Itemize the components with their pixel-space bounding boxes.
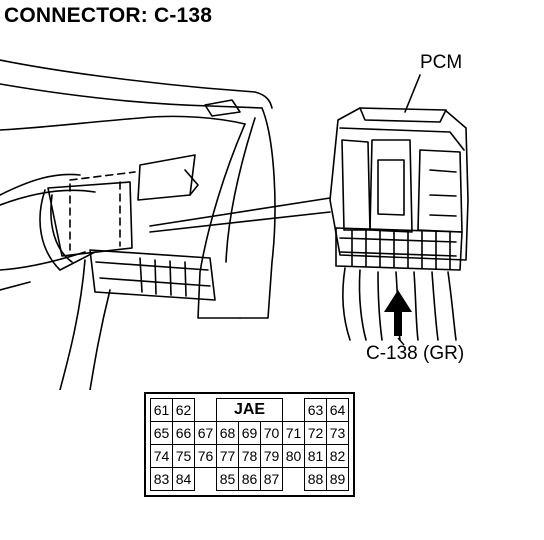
connector-label: C-138 (GR) [366, 343, 465, 364]
pin-cell: 88 [304, 467, 327, 491]
pin-cell-empty [194, 398, 217, 422]
pin-cell: 85 [216, 467, 239, 491]
pin-row: 61 62 JAE 63 64 [150, 398, 349, 422]
pin-cell: 83 [150, 467, 173, 491]
pin-cell-empty [194, 467, 217, 491]
pin-cell: 62 [172, 398, 195, 422]
pin-table: 61 62 JAE 63 64 65 66 67 68 69 70 71 72 … [150, 398, 349, 491]
pin-cell: 72 [304, 421, 327, 445]
pin-cell: 64 [326, 398, 349, 422]
connector-pinout: 61 62 JAE 63 64 65 66 67 68 69 70 71 72 … [144, 392, 355, 497]
pin-row: 74 75 76 77 78 79 80 81 82 [150, 444, 349, 468]
pin-cell-empty [282, 467, 305, 491]
dashboard-pcm-illustration [0, 59, 469, 390]
pin-cell: 61 [150, 398, 173, 422]
pin-row: 83 84 85 86 87 88 89 [150, 467, 349, 491]
pcm-label: PCM [420, 52, 463, 73]
pin-cell: 84 [172, 467, 195, 491]
pin-cell: 81 [304, 444, 327, 468]
pin-cell: 78 [238, 444, 261, 468]
pin-cell: 89 [326, 467, 349, 491]
pin-cell: 66 [172, 421, 195, 445]
connector-maker-label: JAE [216, 398, 283, 422]
pin-cell: 68 [216, 421, 239, 445]
pin-cell: 74 [150, 444, 173, 468]
pin-cell: 69 [238, 421, 261, 445]
pin-cell: 87 [260, 467, 283, 491]
pin-cell: 71 [282, 421, 305, 445]
pin-cell: 75 [172, 444, 195, 468]
pin-cell: 86 [238, 467, 261, 491]
pin-cell: 82 [326, 444, 349, 468]
pin-cell: 76 [194, 444, 217, 468]
pin-cell: 65 [150, 421, 173, 445]
pin-row: 65 66 67 68 69 70 71 72 73 [150, 421, 349, 445]
pin-cell: 80 [282, 444, 305, 468]
pin-cell: 77 [216, 444, 239, 468]
pin-cell: 79 [260, 444, 283, 468]
pin-cell-empty [282, 398, 305, 422]
pin-cell: 73 [326, 421, 349, 445]
pin-cell: 67 [194, 421, 217, 445]
pin-cell: 70 [260, 421, 283, 445]
pin-cell: 63 [304, 398, 327, 422]
diagram-title: CONNECTOR: C-138 [4, 4, 213, 27]
